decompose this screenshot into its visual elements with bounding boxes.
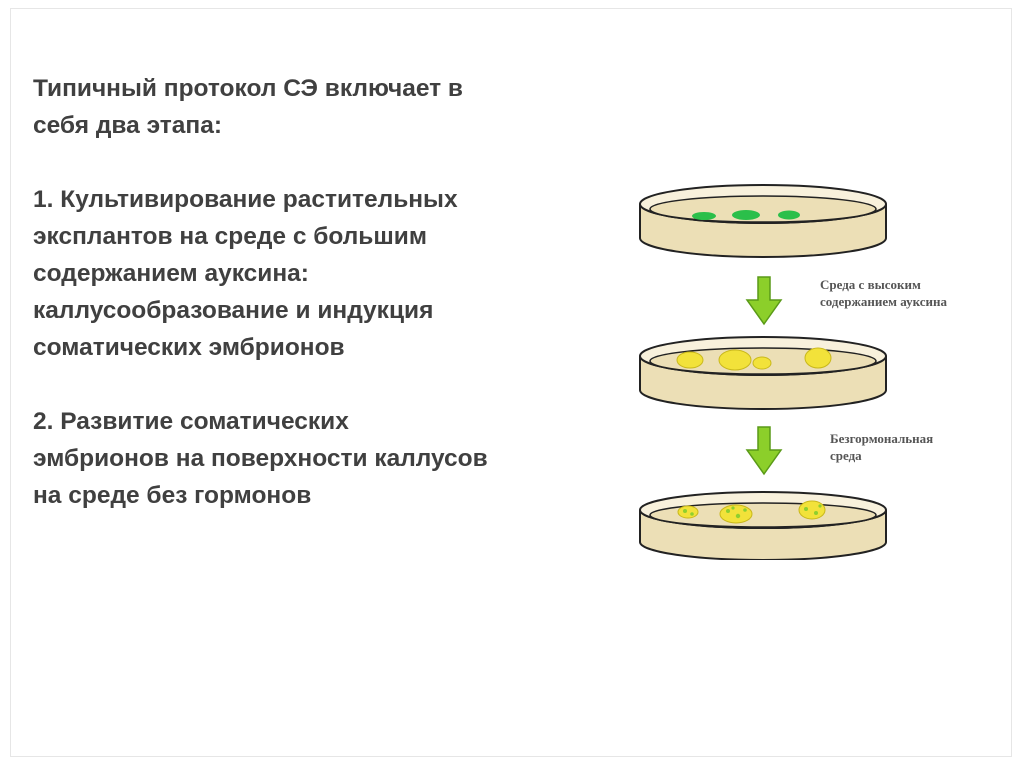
callus xyxy=(676,351,704,369)
petri-dish-callus xyxy=(639,336,887,410)
caption-hormone-free: Безгормональная среда xyxy=(830,430,933,464)
step2-line: на среде без гормонов xyxy=(33,482,312,509)
step1-paragraph: 1. Культивирование растительных эксплант… xyxy=(33,181,603,366)
callus xyxy=(718,349,752,371)
intro-line: себя два этапа: xyxy=(33,112,222,139)
petri-dish-explants xyxy=(639,184,887,258)
caption-high-auxin: Среда с высоким содержанием ауксина xyxy=(820,276,947,310)
caption-line: Среда с высоким xyxy=(820,277,921,292)
step2-paragraph: 2. Развитие соматических эмбрионов на по… xyxy=(33,403,603,514)
embryo-dot xyxy=(804,507,808,511)
step1-line: соматических эмбрионов xyxy=(33,334,345,361)
embryo-dot xyxy=(818,504,822,508)
explant xyxy=(732,210,760,220)
dish-inner-rim xyxy=(649,195,877,223)
step1-line: эксплантов на среде с большим xyxy=(33,223,427,250)
intro-paragraph: Типичный протокол СЭ включает в себя два… xyxy=(33,70,603,144)
step2-line: эмбрионов на поверхности каллусов xyxy=(33,445,488,472)
caption-line: содержанием ауксина xyxy=(820,294,948,309)
embryo-dot xyxy=(683,509,687,513)
explant xyxy=(778,210,800,220)
callus-with-embryos xyxy=(798,500,826,520)
petri-dish-embryos xyxy=(639,491,887,560)
embryo-dot xyxy=(743,508,747,512)
text-block: Типичный протокол СЭ включает в себя два… xyxy=(33,70,603,514)
caption-line: Безгормональная xyxy=(830,431,934,446)
down-arrow xyxy=(745,426,783,476)
embryo-dot xyxy=(726,509,730,513)
embryo-dot xyxy=(731,506,735,510)
step1-line: содержанием ауксина: xyxy=(33,260,309,287)
embryo-dot xyxy=(735,513,741,519)
callus xyxy=(804,347,832,369)
slide-border xyxy=(10,8,1012,757)
down-arrow xyxy=(745,276,783,326)
intro-line: Типичный протокол СЭ включает в xyxy=(33,75,463,102)
petri-dish-diagram: Среда с высоким содержанием ауксина Безг… xyxy=(630,180,1020,560)
callus xyxy=(752,356,772,370)
callus-with-embryos xyxy=(677,505,699,519)
step1-line: 1. Культивирование растительных xyxy=(33,186,458,213)
callus-with-embryos xyxy=(719,504,753,524)
embryo-dot xyxy=(690,512,694,516)
diagram-svg xyxy=(639,184,887,560)
step2-line: 2. Развитие соматических xyxy=(33,408,349,435)
step1-line: каллусообразование и индукция xyxy=(33,297,434,324)
caption-line: среда xyxy=(830,448,862,463)
embryo-dot xyxy=(814,511,818,515)
explant xyxy=(692,212,716,220)
